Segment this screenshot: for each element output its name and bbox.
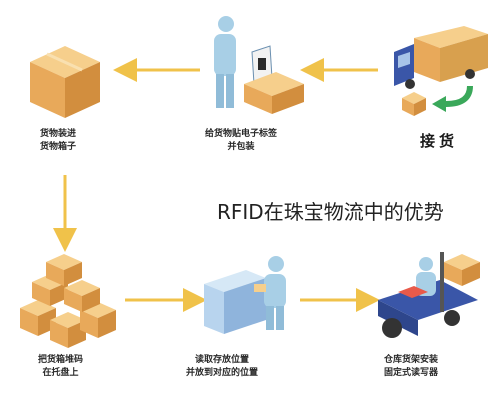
caption-read-location: 读取存放位置 并放到对应的位置: [186, 354, 258, 380]
caption-line: 固定式读写器: [384, 368, 439, 378]
stacked-cartons-icon: [20, 254, 116, 348]
delivery-truck-icon: [394, 26, 488, 116]
caption-tag-pack: 给货物贴电子标签 并包装: [205, 128, 277, 154]
caption-line: 并包装: [227, 142, 255, 152]
worker-reading-icon: [204, 256, 286, 334]
caption-line: 并放到对应的位置: [186, 368, 259, 378]
caption-load-box: 货物装进 货物箱子: [40, 128, 76, 154]
worker-tagging-icon: [214, 16, 304, 114]
caption-line: 把货箱堆码: [38, 355, 84, 365]
caption-line: 在托盘上: [42, 368, 79, 378]
caption-line: 读取存放位置: [195, 355, 250, 365]
caption-line: 仓库货架安装: [384, 355, 439, 365]
caption-stack-pallet: 把货箱堆码 在托盘上: [38, 354, 83, 380]
forklift-icon: [378, 252, 480, 338]
curved-green-arrow-icon: [445, 85, 473, 107]
carton-icon: [30, 46, 100, 118]
caption-receive: 接货: [420, 132, 459, 150]
caption-line: 货物箱子: [40, 142, 77, 152]
overlay-title: RFID在珠宝物流中的优势: [215, 196, 446, 225]
caption-forklift-reader: 仓库货架安装 固定式读写器: [384, 354, 438, 380]
caption-line: 货物装进: [40, 129, 77, 139]
caption-line: 给货物贴电子标签: [205, 129, 278, 139]
